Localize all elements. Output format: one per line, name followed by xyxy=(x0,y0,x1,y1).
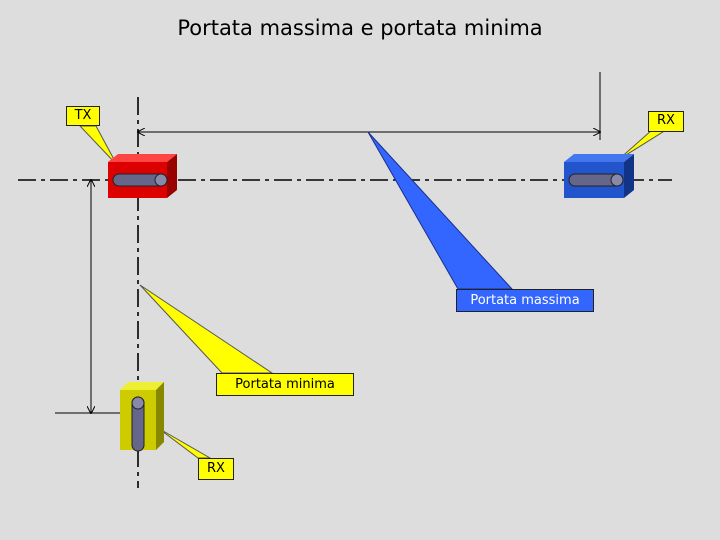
max-range-callout-pointer xyxy=(367,131,514,290)
slide-title: Portata massima e portata minima xyxy=(177,16,543,40)
min-range-label: Portata minima xyxy=(216,373,354,396)
receiver-near-device xyxy=(120,382,164,452)
rx-near-callout-pointer xyxy=(157,427,212,459)
min-range-callout-pointer xyxy=(139,284,274,374)
tx-callout-pointer xyxy=(78,125,118,166)
receiver-far-device xyxy=(564,154,634,198)
rx-near-label: RX xyxy=(198,458,234,480)
transmitter-device xyxy=(108,154,177,198)
rx-far-label: RX xyxy=(648,111,684,132)
tx-label: TX xyxy=(66,106,100,126)
max-range-label: Portata massima xyxy=(456,289,594,312)
